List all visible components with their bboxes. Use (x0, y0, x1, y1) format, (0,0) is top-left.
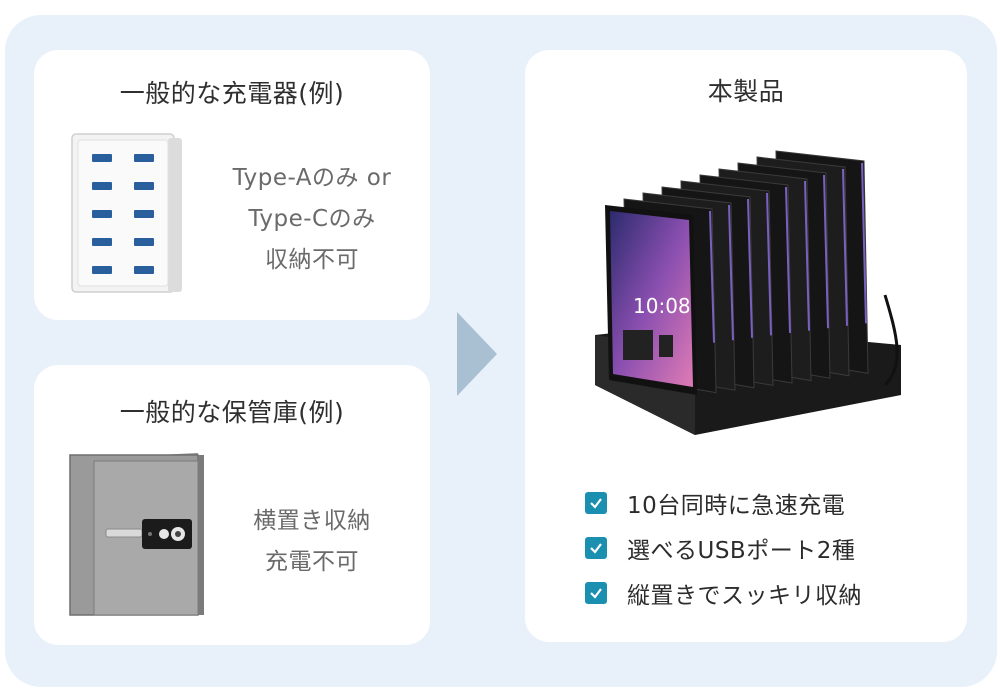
usb-port-icon (92, 182, 112, 190)
feature-item-3: 縦置きでスッキリ収納 (585, 570, 945, 615)
usb-port-icon (134, 266, 154, 274)
feature-list: 10台同時に急速充電 選べるUSBポート2種 縦置きでスッキリ収納 (585, 480, 945, 615)
checkbox-checked-icon (585, 581, 607, 604)
safe-image (69, 453, 204, 616)
usb-port-icon (92, 210, 112, 218)
checkbox-checked-icon (585, 536, 607, 559)
product-card: 本製品 10:08 10台同時に急速充電 (525, 50, 967, 642)
charger-desc-line-3: 収納不可 (265, 247, 359, 273)
charger-desc-line-2: Type-Cのみ (248, 206, 376, 232)
front-tablet: 10:08 (605, 205, 697, 395)
safe-desc-line-1: 横置き収納 (253, 508, 371, 534)
tablet-screen-edge (785, 186, 791, 334)
checkbox-checked-icon (585, 491, 607, 514)
usb-port-icon (134, 238, 154, 246)
tablet-screen-edge (861, 162, 867, 324)
usb-port-icon (134, 182, 154, 190)
tablet-screen-edge (766, 192, 772, 336)
product-card-title: 本製品 (707, 77, 785, 106)
usb-port-icon (92, 154, 112, 162)
tablet-screen-edge (728, 204, 734, 341)
charger-description: Type-Aのみ or Type-Cのみ 収納不可 (202, 158, 422, 281)
tablet-clock: 10:08 (633, 294, 691, 318)
tablet-screen-edge (804, 180, 810, 331)
usb-port-icon (92, 238, 112, 246)
charger-desc-line-1: Type-Aのみ or (232, 165, 392, 191)
feature-label: 縦置きでスッキリ収納 (627, 582, 862, 609)
feature-label: 10台同時に急速充電 (627, 492, 846, 519)
usb-charger-image (71, 133, 182, 293)
tablet-screen-edge (842, 168, 848, 326)
feature-item-1: 10台同時に急速充電 (585, 480, 945, 525)
tablet-screen-edge (823, 174, 829, 329)
charger-card: 一般的な充電器(例) Type-Aのみ or Type-Cのみ 収納不可 (34, 50, 430, 320)
safe-desc-line-2: 充電不可 (265, 549, 359, 575)
usb-ports (92, 154, 154, 274)
usb-port-icon (92, 266, 112, 274)
safe-card: 一般的な保管庫(例) 横置き収納 充電不可 (34, 365, 430, 645)
tablet-screen-edge (709, 210, 715, 343)
tablet-screen-edge (747, 198, 753, 338)
usb-port-icon (134, 210, 154, 218)
charger-card-title: 一般的な充電器(例) (119, 79, 345, 108)
safe-description: 横置き収納 充電不可 (217, 501, 407, 583)
feature-label: 選べるUSBポート2種 (627, 537, 856, 564)
usb-port-icon (134, 154, 154, 162)
product-image: 10:08 (595, 150, 901, 435)
feature-item-2: 選べるUSBポート2種 (585, 525, 945, 570)
arrow-right-icon (457, 312, 497, 396)
safe-card-title: 一般的な保管庫(例) (119, 398, 345, 427)
